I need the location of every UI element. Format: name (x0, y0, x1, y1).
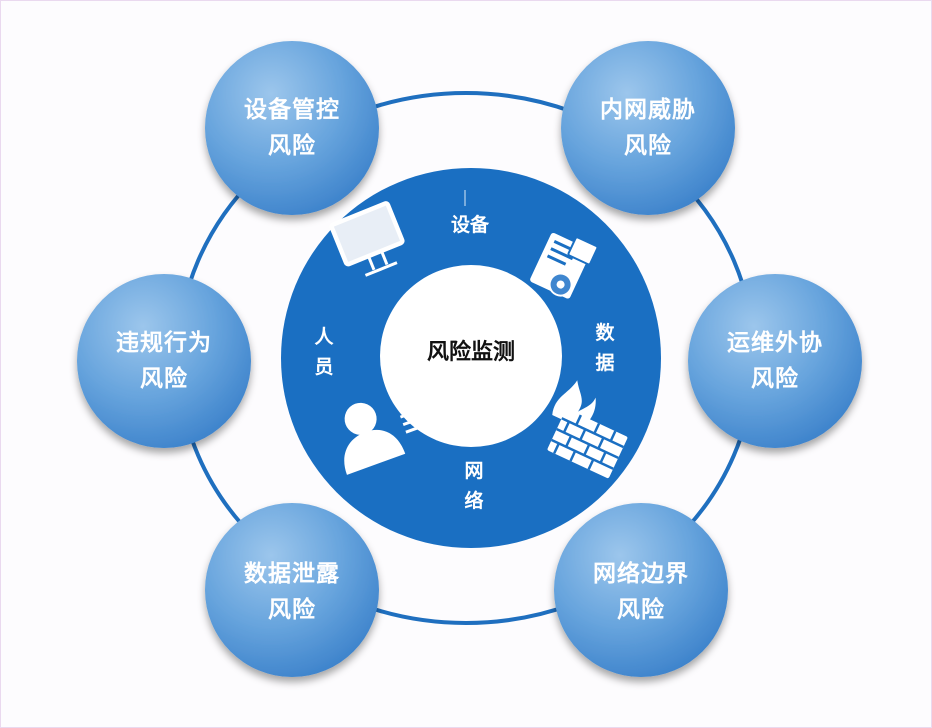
ring-label-personnel: 人员 (314, 326, 334, 378)
node-label-line1: 运维外协 (727, 330, 823, 356)
ring-label-data: 数据 (595, 322, 615, 374)
node-label-line2: 风险 (268, 133, 316, 159)
risk-node-circle (205, 41, 379, 215)
risk-node-network-boundary: 网络边界 风险 (551, 556, 731, 628)
node-label-line1: 违规行为 (116, 330, 212, 356)
risk-node-violation-behavior: 违规行为 风险 (74, 325, 254, 397)
risk-node-circle (554, 503, 728, 677)
firewall-icon (547, 380, 628, 479)
node-label-line2: 风险 (617, 597, 665, 623)
node-label-line2: 风险 (140, 366, 188, 392)
center-hole (380, 265, 562, 447)
risk-node-circle (205, 503, 379, 677)
node-label-line2: 风险 (751, 366, 799, 392)
ring-label-equipment: 设备 (450, 214, 489, 236)
monitor-icon (329, 201, 405, 277)
center-title: 风险监测 (426, 340, 515, 365)
node-label-line1: 设备管控 (244, 97, 340, 123)
node-label-line2: 风险 (268, 597, 316, 623)
risk-node-circle (688, 274, 862, 448)
node-label-line1: 数据泄露 (244, 561, 340, 587)
risk-node-circle (77, 274, 251, 448)
node-label-line1: 网络边界 (593, 561, 689, 587)
risk-node-intranet-threat: 内网威胁 风险 (558, 92, 738, 164)
node-label-line2: 风险 (624, 133, 672, 159)
document-icon (530, 232, 599, 299)
risk-node-circle (561, 41, 735, 215)
risk-node-equipment-control: 设备管控 风险 (202, 92, 382, 164)
risk-node-data-leak: 数据泄露 风险 (202, 556, 382, 628)
person-icon (344, 402, 422, 475)
risk-node-ops-outsourcing: 运维外协 风险 (685, 325, 865, 397)
ring-label-network: 网络 (464, 460, 484, 512)
node-label-line1: 内网威胁 (600, 97, 696, 123)
